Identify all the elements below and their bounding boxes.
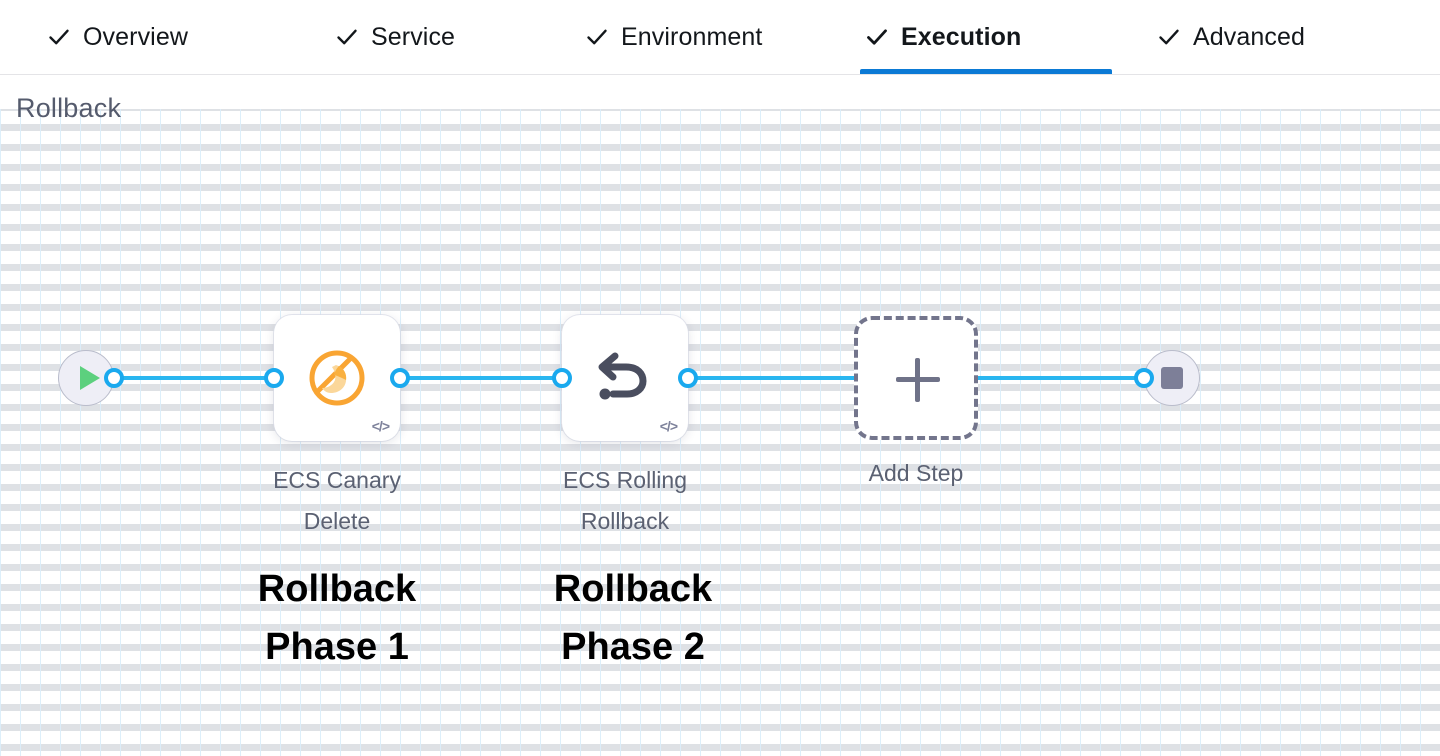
caption-line-1: ECS Rolling: [563, 467, 687, 493]
tab-label: Execution: [901, 22, 1022, 51]
ecs-rolling-rollback-node[interactable]: </>: [562, 315, 688, 441]
play-icon: [79, 366, 100, 390]
rollback-arrow-icon: [562, 315, 688, 441]
code-badge-icon: </>: [659, 418, 678, 434]
tab-environment[interactable]: Environment: [580, 0, 837, 74]
tab-execution[interactable]: Execution: [860, 0, 1112, 74]
aws-ecs-icon: [274, 315, 400, 441]
tab-label: Service: [371, 22, 456, 51]
end-node[interactable]: [1144, 350, 1200, 406]
edge-canary-delete-to-rolling-rollback: [400, 376, 572, 380]
add-step-node[interactable]: [854, 316, 978, 440]
pipeline-canvas[interactable]: Rollback: [0, 75, 1440, 756]
tab-advanced[interactable]: Advanced: [1152, 0, 1369, 74]
add-step-caption: Add Step: [868, 460, 964, 486]
ecs-canary-delete-input-connector[interactable]: [264, 368, 284, 388]
stage-title: Rollback: [16, 93, 122, 123]
check-icon: [48, 26, 70, 48]
ecs-canary-delete-node[interactable]: </>: [274, 315, 400, 441]
check-icon: [1158, 26, 1180, 48]
stop-icon: [1161, 367, 1183, 389]
tab-label: Environment: [621, 22, 763, 51]
tab-overview[interactable]: Overview: [42, 0, 254, 74]
edge-start-to-canary-delete: [112, 376, 282, 380]
ecs-rolling-rollback-output-connector[interactable]: [678, 368, 698, 388]
check-icon: [336, 26, 358, 48]
caption-line-2: Delete: [303, 508, 371, 534]
caption-line-1: ECS Canary: [273, 467, 401, 493]
start-node-output-connector[interactable]: [104, 368, 124, 388]
tab-label: Overview: [83, 22, 188, 51]
edge-rolling-rollback-to-add-step: [688, 376, 988, 380]
tab-service[interactable]: Service: [330, 0, 512, 74]
ecs-rolling-rollback-caption: ECS Rolling Rollback: [505, 460, 745, 542]
check-icon: [586, 26, 608, 48]
end-node-input-connector[interactable]: [1134, 368, 1154, 388]
code-badge-icon: </>: [371, 418, 390, 434]
ecs-canary-delete-output-connector[interactable]: [390, 368, 410, 388]
pipeline-tab-bar: Overview Service Environment Execution A: [0, 0, 1440, 75]
ecs-rolling-rollback-input-connector[interactable]: [552, 368, 572, 388]
start-node[interactable]: [58, 350, 114, 406]
pipeline-stage-graph: </> ECS Canary Delete Rollback Phase 1 <…: [0, 75, 1440, 756]
annotation-rollback-phase-1: Rollback Phase 1: [257, 568, 417, 668]
check-icon: [866, 26, 888, 48]
annotation-rollback-phase-2: Rollback Phase 2: [553, 568, 713, 668]
caption-line-2: Rollback: [580, 508, 670, 534]
tab-label: Advanced: [1193, 22, 1305, 51]
ecs-canary-delete-caption: ECS Canary Delete: [217, 460, 457, 542]
edge-add-step-to-end: [976, 376, 1148, 380]
plus-icon-vertical: [915, 358, 920, 402]
